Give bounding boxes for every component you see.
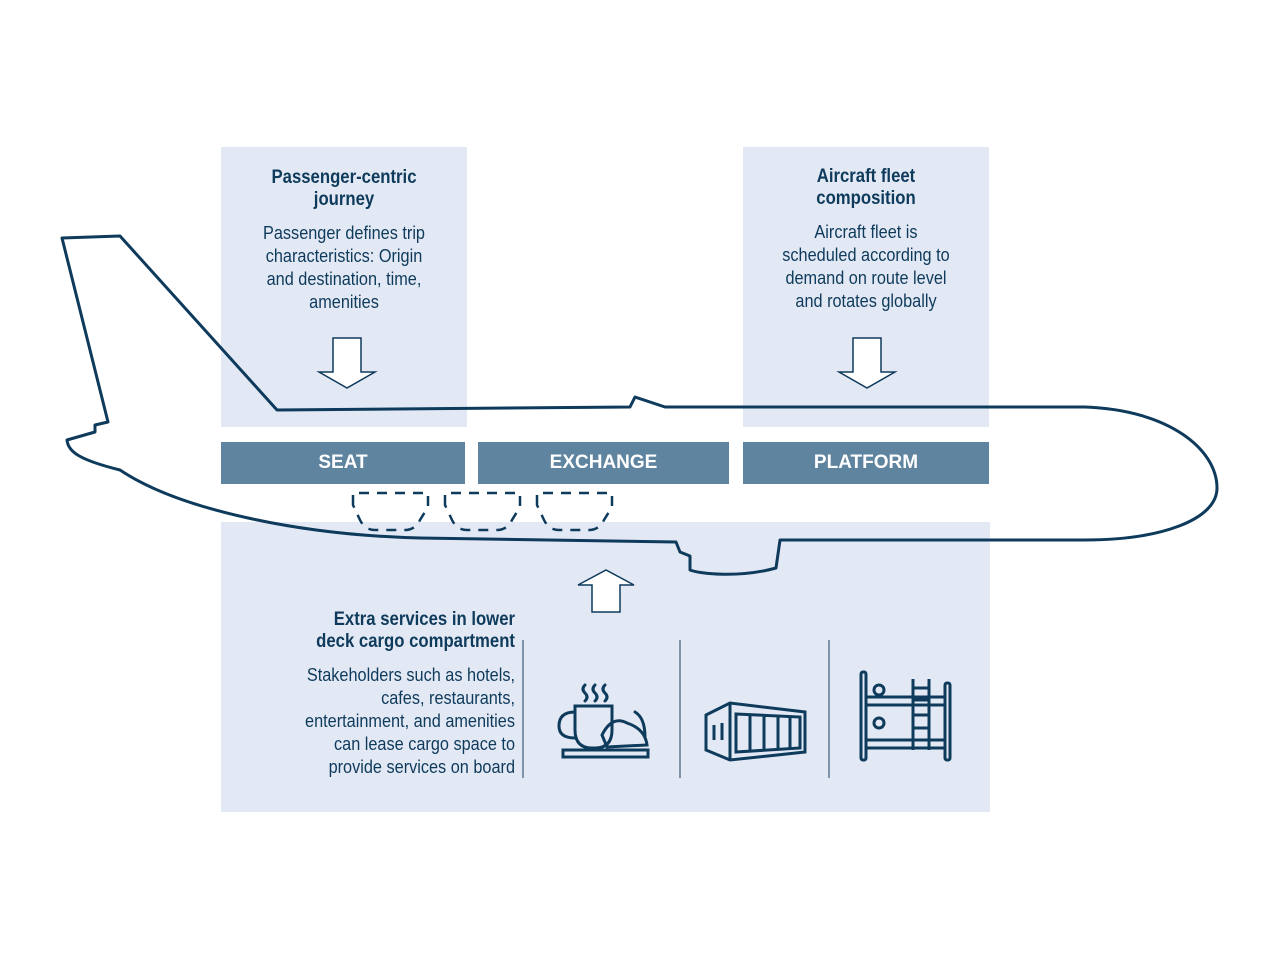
cargo-body: Stakeholders such as hotels, cafes, rest… xyxy=(305,664,515,777)
divider xyxy=(828,640,830,778)
exchange-bar: EXCHANGE xyxy=(478,442,729,484)
passenger-body: Passenger defines trip characteristics: … xyxy=(262,222,426,312)
bunk-bed-icon xyxy=(859,670,952,762)
platform-bar: PLATFORM xyxy=(743,442,989,484)
passenger-panel-text: Passenger-centric journey Passenger defi… xyxy=(236,167,452,313)
divider xyxy=(522,640,524,778)
passenger-title: Passenger-centric journey xyxy=(271,167,417,210)
fleet-title: Aircraft fleet composition xyxy=(816,166,916,209)
shipping-container-icon xyxy=(704,701,807,762)
cargo-container-outlines xyxy=(351,491,614,532)
arrow-down-icon xyxy=(316,337,898,389)
divider xyxy=(679,640,681,778)
airplane-outline xyxy=(60,234,1219,576)
cargo-text: Extra services in lower deck cargo compa… xyxy=(269,609,515,778)
cargo-title: Extra services in lower deck cargo compa… xyxy=(316,609,515,652)
coffee-croissant-icon xyxy=(557,683,650,759)
arrow-up-icon xyxy=(577,569,635,613)
fleet-body: Aircraft fleet is scheduled according to… xyxy=(782,221,950,311)
fleet-panel-text: Aircraft fleet composition Aircraft flee… xyxy=(758,166,974,312)
seat-bar: SEAT xyxy=(221,442,465,484)
